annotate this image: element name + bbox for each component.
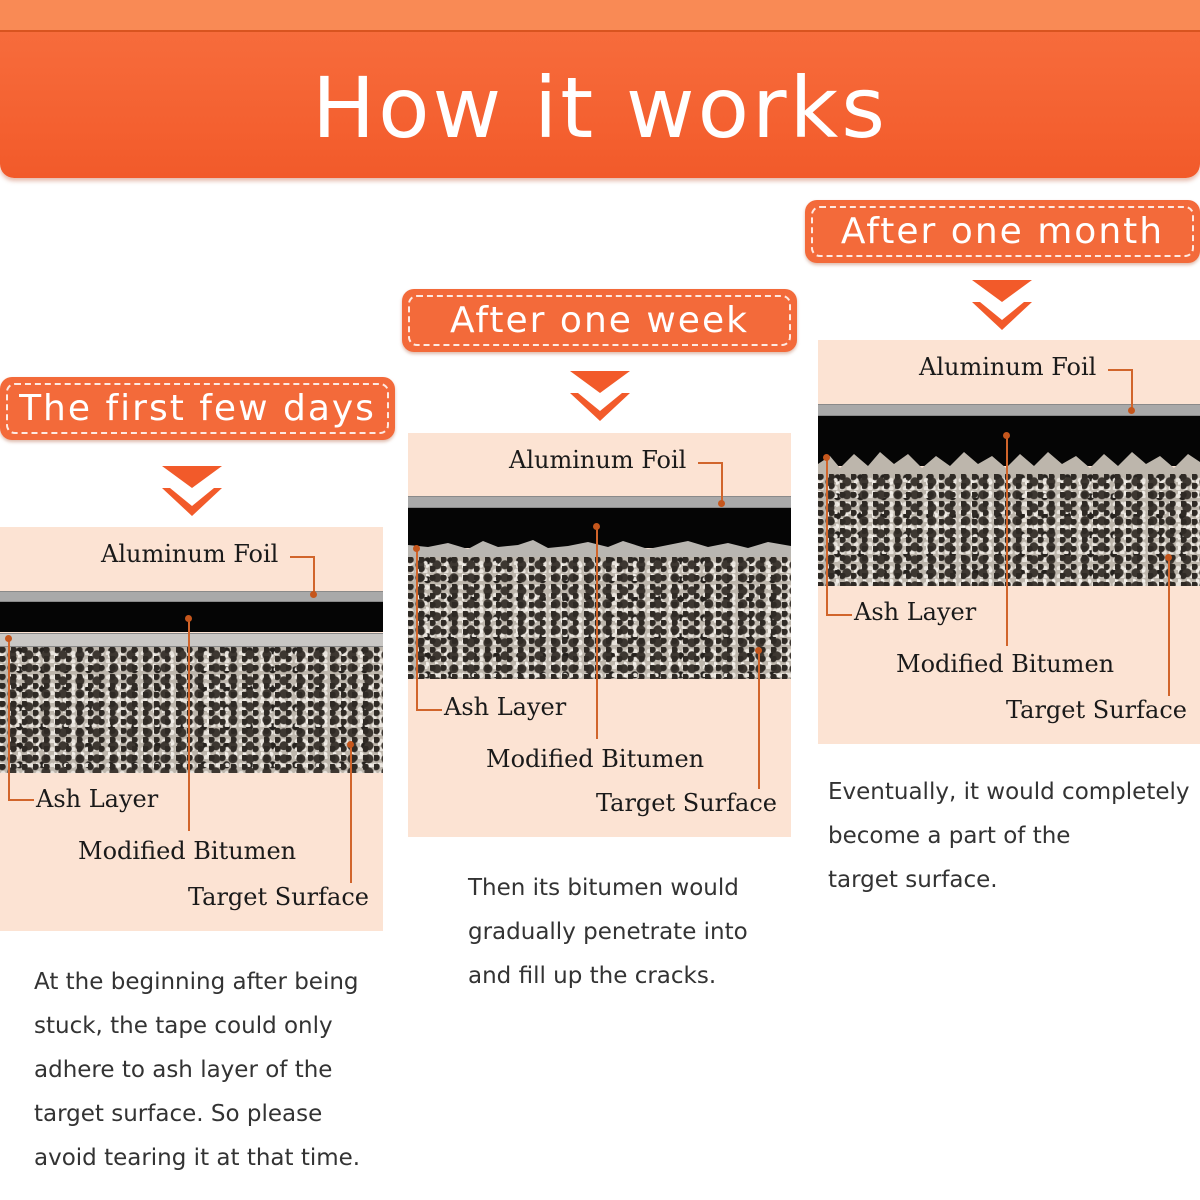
stage-2-target-label: Target Surface	[596, 789, 777, 817]
leader-line	[416, 709, 442, 711]
header-banner: How it works	[0, 0, 1200, 178]
leader-line	[290, 556, 315, 558]
stage-3-target-label: Target Surface	[1006, 696, 1187, 724]
stage-2-ash-fragments	[408, 540, 791, 559]
caption-line: avoid tearing it at that time.	[34, 1145, 361, 1171]
stage-3-ash-label: Ash Layer	[854, 598, 977, 626]
stage-1-foil-label: Aluminum Foil	[101, 540, 279, 568]
leader-line	[1108, 369, 1133, 371]
leader-line	[313, 556, 315, 594]
caption-line: target surface. So please	[34, 1101, 323, 1127]
chevron-down-icon	[570, 371, 630, 421]
stage-2-heading: After one week	[408, 295, 791, 346]
stage-2-bitumen-label: Modified Bitumen	[486, 745, 705, 773]
stage-2-heading-pill: After one week	[402, 289, 797, 352]
stage-1-bitumen-label: Modified Bitumen	[78, 837, 297, 865]
stage-2-caption: Then its bitumen would gradually penetra…	[468, 866, 748, 998]
leader-line	[8, 799, 34, 801]
stage-1-ash-layer	[0, 633, 383, 647]
stage-2-target-surface	[408, 557, 791, 679]
leader-line	[416, 549, 418, 711]
leader-dot	[413, 545, 420, 552]
leader-line	[721, 462, 723, 502]
stage-1-diagram-panel: Aluminum Foil Ash Layer Modified Bitumen…	[0, 527, 383, 931]
stage-1-heading-pill: The first few days	[0, 377, 395, 440]
leader-dot	[718, 500, 725, 507]
stage-3-diagram-panel: Aluminum Foil Ash Layer Modified Bitumen…	[818, 340, 1200, 744]
stage-1-target-surface	[0, 647, 383, 773]
leader-line	[350, 745, 352, 883]
page-title: How it works	[312, 59, 888, 157]
leader-line	[758, 651, 760, 789]
leader-dot	[5, 635, 12, 642]
stage-1-ash-label: Ash Layer	[36, 785, 159, 813]
stage-2-foil-label: Aluminum Foil	[509, 446, 687, 474]
banner-top-strip	[0, 0, 1200, 32]
stage-1-target-label: Target Surface	[188, 883, 369, 911]
leader-line	[8, 639, 10, 801]
stage-3-heading-pill: After one month	[805, 200, 1200, 263]
stage-3-target-surface	[818, 474, 1200, 586]
leader-dot	[347, 741, 354, 748]
leader-dot	[310, 591, 317, 598]
caption-line: Eventually, it would completely	[828, 779, 1190, 805]
stage-3-foil-layer	[818, 404, 1200, 416]
leader-line	[188, 619, 190, 831]
leader-line	[1006, 436, 1008, 646]
leader-dot	[1165, 554, 1172, 561]
leader-dot	[1128, 407, 1135, 414]
leader-line	[826, 614, 852, 616]
stage-2-diagram-panel: Aluminum Foil Ash Layer Modified Bitumen…	[408, 433, 791, 837]
caption-line: gradually penetrate into	[468, 919, 748, 945]
caption-line: adhere to ash layer of the	[34, 1057, 333, 1083]
leader-line	[826, 458, 828, 616]
stage-3-heading: After one month	[811, 206, 1194, 257]
stage-3-foil-label: Aluminum Foil	[919, 353, 1097, 381]
leader-dot	[185, 615, 192, 622]
chevron-down-icon	[972, 280, 1032, 330]
leader-line	[1131, 369, 1133, 409]
caption-line: target surface.	[828, 867, 998, 893]
caption-line: become a part of the	[828, 823, 1071, 849]
stage-2-foil-layer	[408, 496, 791, 508]
stage-1-caption: At the beginning after being stuck, the …	[34, 960, 360, 1180]
leader-line	[1168, 558, 1170, 696]
caption-line: and fill up the cracks.	[468, 963, 717, 989]
leader-line	[698, 462, 723, 464]
stage-3-bitumen-label: Modified Bitumen	[896, 650, 1115, 678]
stage-2-ash-label: Ash Layer	[444, 693, 567, 721]
leader-dot	[823, 454, 830, 461]
leader-dot	[1003, 432, 1010, 439]
leader-line	[596, 527, 598, 739]
caption-line: At the beginning after being	[34, 969, 359, 995]
caption-line: Then its bitumen would	[468, 875, 739, 901]
leader-dot	[755, 647, 762, 654]
caption-line: stuck, the tape could only	[34, 1013, 333, 1039]
stage-3-caption: Eventually, it would completely become a…	[828, 770, 1190, 902]
stage-1-foil-layer	[0, 591, 383, 602]
leader-dot	[593, 523, 600, 530]
stage-1-heading: The first few days	[6, 383, 389, 434]
chevron-down-icon	[162, 466, 222, 516]
